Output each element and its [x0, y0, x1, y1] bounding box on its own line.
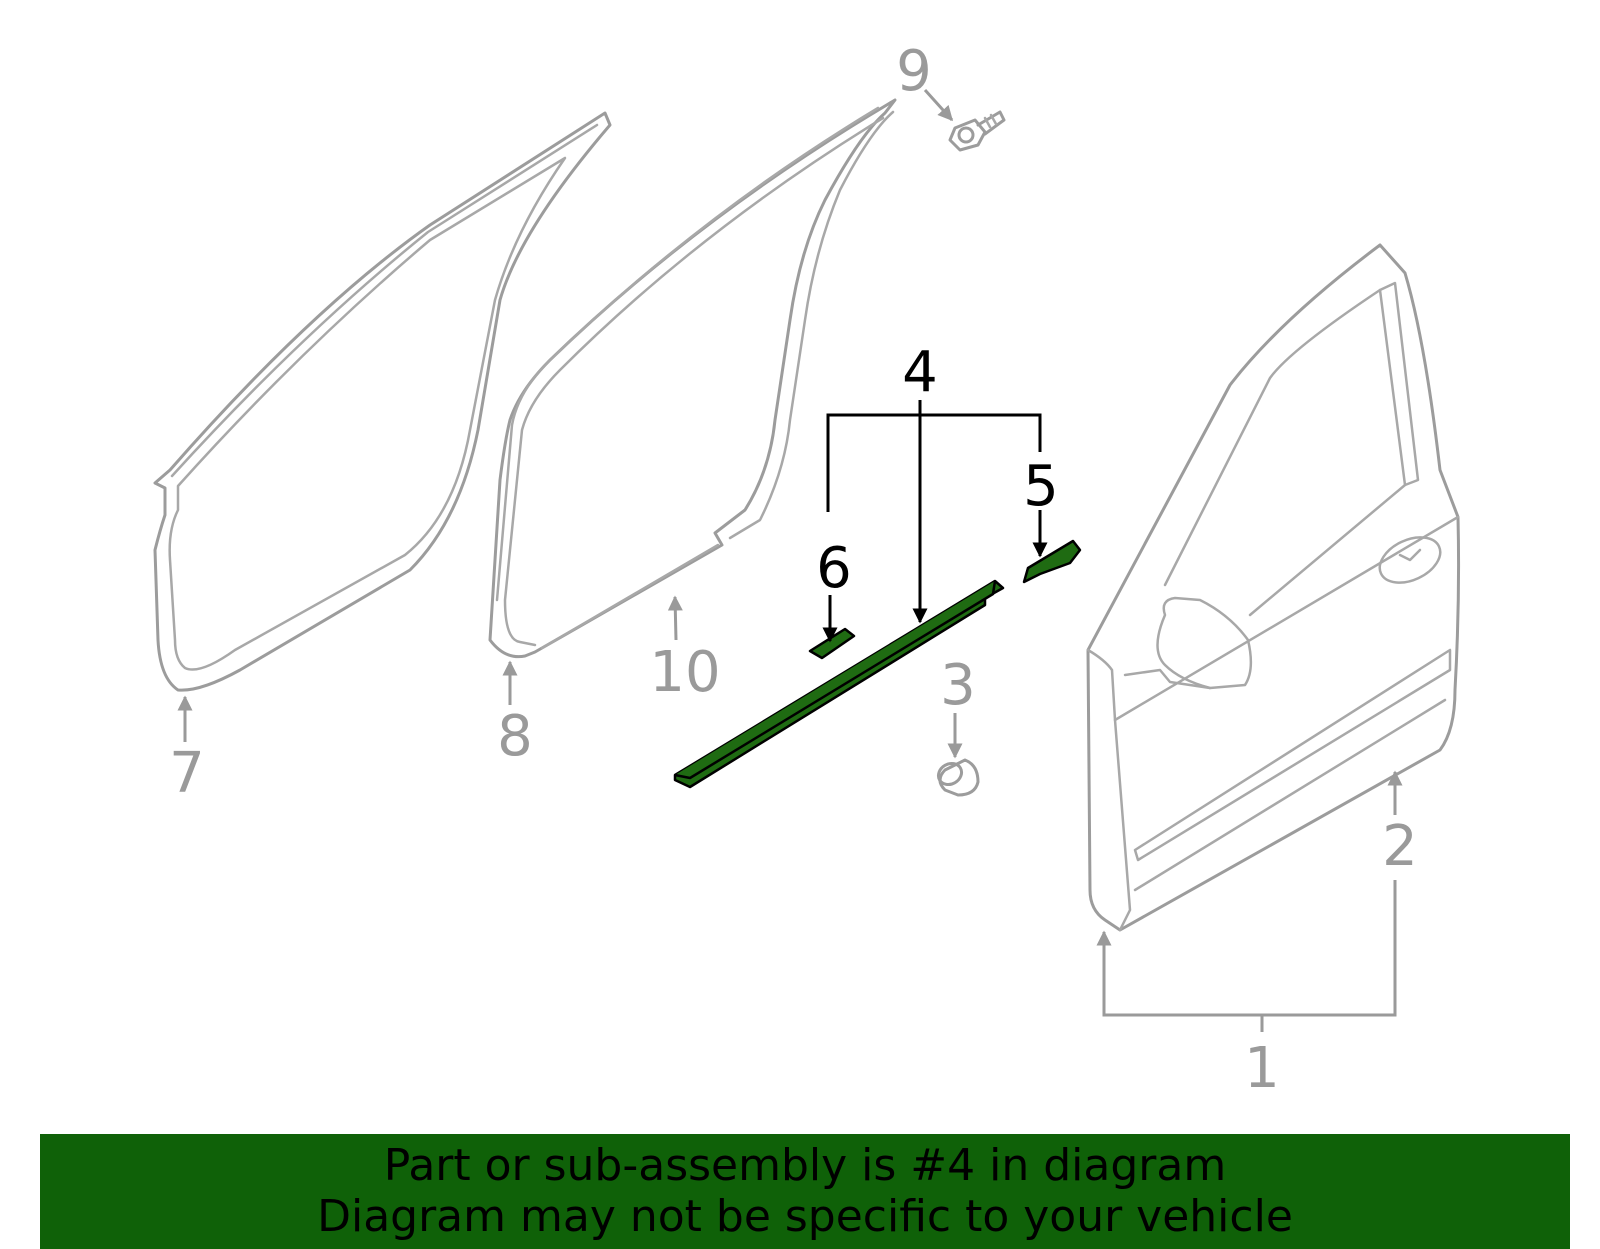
part-6-end-cap: [808, 627, 856, 660]
callout-8: 8: [497, 704, 533, 769]
part-3-clip: [936, 758, 980, 797]
callout-5: 5: [1023, 454, 1059, 519]
part-8-10-weatherstrip: [488, 98, 897, 659]
part-7-weatherstrip: [153, 111, 612, 692]
banner-line-1: Part or sub-assembly is #4 in diagram: [383, 1140, 1227, 1191]
callout-9: 9: [896, 39, 932, 104]
part-1-door-shell: [1086, 243, 1461, 932]
callout-7: 7: [169, 741, 205, 806]
callout-6: 6: [816, 536, 852, 601]
callout-4: 4: [902, 340, 938, 405]
callout-10: 10: [649, 640, 720, 705]
callout-1: 1: [1244, 1036, 1280, 1101]
info-banner: Part or sub-assembly is #4 in diagram Di…: [40, 1134, 1570, 1249]
callout-2: 2: [1382, 814, 1418, 879]
banner-line-2: Diagram may not be specific to your vehi…: [317, 1191, 1293, 1242]
leader-lines: [177, 88, 1403, 1032]
part-5-end-cap: [1022, 539, 1082, 584]
part-4-molding: [673, 579, 1005, 789]
part-9-bolt: [948, 110, 1006, 152]
callout-3: 3: [940, 653, 976, 718]
